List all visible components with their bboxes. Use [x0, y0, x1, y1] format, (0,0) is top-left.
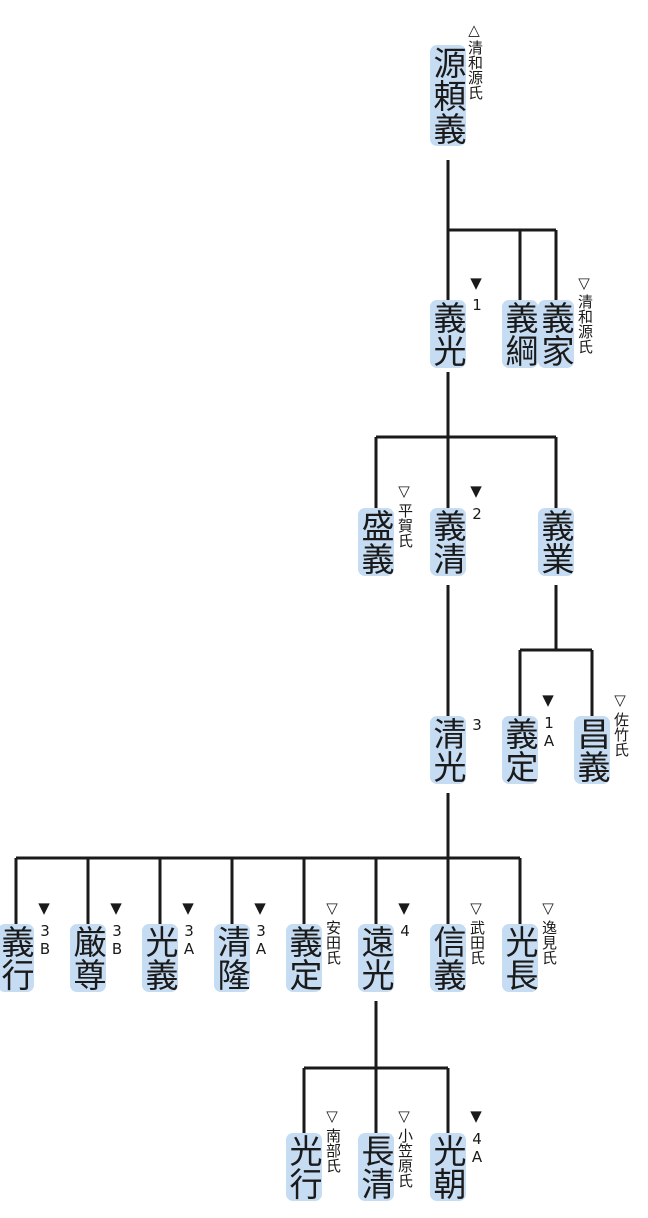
name-yoshisada-1: 義定 [500, 716, 539, 784]
clan-label-yoriyoshi: 清和源氏 [466, 40, 484, 100]
hollow-triangle-icon: ▽ [470, 899, 482, 917]
number-mitsutomo: 4A [468, 1130, 486, 1166]
number-gonson: 3B [108, 922, 126, 958]
hollow-triangle-icon: ▽ [578, 274, 590, 292]
clan-label-mitsunaga: 逸見氏 [540, 920, 558, 965]
hollow-triangle-icon: ▽ [326, 1107, 338, 1125]
filled-triangle-icon: ▼ [254, 899, 266, 917]
number-yoshisada-1: 1A [540, 714, 558, 750]
name-mitsuyoshi: 光義 [140, 924, 179, 992]
number-yoshimitsu: 1 [468, 296, 486, 314]
name-nobuyoshi: 信義 [428, 924, 467, 992]
number-kiyotaka: 3A [252, 922, 270, 958]
number-yoshiyuki: 3B [36, 922, 54, 958]
clan-label-yoshisada-2: 安田氏 [324, 920, 342, 965]
name-nagakiyo: 長清 [356, 1133, 395, 1201]
name-yoriyoshi: 源頼義 [428, 45, 467, 146]
filled-triangle-icon: ▼ [398, 899, 410, 917]
number-kiyomitsu: 3 [468, 716, 486, 734]
name-masayoshi: 昌義 [572, 716, 611, 784]
number-yoshikiyo: 2 [468, 505, 486, 523]
name-yoshiie: 義家 [536, 300, 575, 368]
name-moriyoshi: 盛義 [356, 508, 395, 576]
name-yoshinari: 義業 [536, 508, 575, 576]
name-mitsunaga: 光長 [500, 924, 539, 992]
name-mitsutomo: 光朝 [428, 1133, 467, 1201]
hollow-triangle-icon: ▽ [542, 899, 554, 917]
filled-triangle-icon: ▼ [470, 274, 482, 292]
name-yoshitsuna: 義綱 [500, 300, 539, 368]
name-kiyomitsu: 清光 [428, 716, 467, 784]
filled-triangle-icon: ▼ [470, 482, 482, 500]
clan-label-nagakiyo: 小笠原氏 [396, 1128, 414, 1188]
clan-label-yoshiie: 清和源氏 [576, 294, 594, 354]
name-yoshimitsu: 義光 [428, 300, 467, 368]
filled-triangle-icon: ▼ [182, 899, 194, 917]
clan-label-moriyoshi: 平賀氏 [396, 503, 414, 548]
clan-label-masayoshi: 佐竹氏 [612, 712, 630, 757]
name-yoshikiyo: 義清 [428, 508, 467, 576]
up-triangle-icon: △ [468, 21, 480, 39]
clan-label-nobuyoshi: 武田氏 [468, 920, 486, 965]
number-mitsuyoshi: 3A [180, 922, 198, 958]
number-toomitsu: 4 [396, 922, 414, 940]
hollow-triangle-icon: ▽ [398, 1107, 410, 1125]
hollow-triangle-icon: ▽ [614, 691, 626, 709]
name-kiyotaka: 清隆 [212, 924, 251, 992]
hollow-triangle-icon: ▽ [398, 482, 410, 500]
filled-triangle-icon: ▼ [38, 899, 50, 917]
name-yoshiyuki: 義行 [0, 924, 35, 992]
name-mitsuyuki: 光行 [284, 1133, 323, 1201]
clan-label-mitsuyuki: 南部氏 [324, 1128, 342, 1173]
name-gonson: 厳尊 [68, 924, 107, 992]
hollow-triangle-icon: ▽ [326, 899, 338, 917]
name-yoshisada-2: 義定 [284, 924, 323, 992]
filled-triangle-icon: ▼ [470, 1107, 482, 1125]
filled-triangle-icon: ▼ [542, 691, 554, 709]
filled-triangle-icon: ▼ [110, 899, 122, 917]
name-toomitsu: 遠光 [356, 924, 395, 992]
